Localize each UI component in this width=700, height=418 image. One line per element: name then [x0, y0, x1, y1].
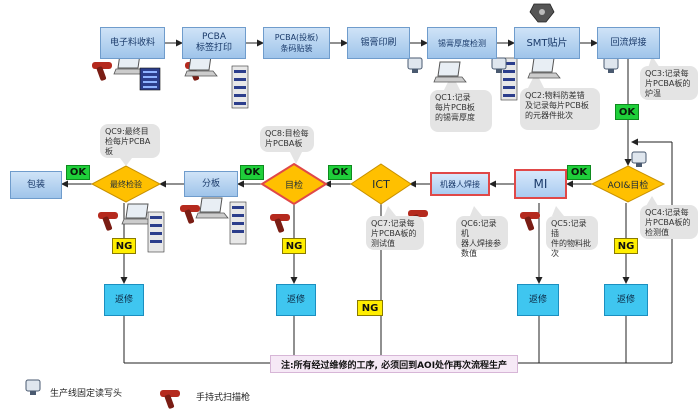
- handheld-scanner-icon: [180, 205, 200, 224]
- fixed-reader-icon: [491, 57, 507, 73]
- legend-fixed-reader: 生产线固定读写头: [50, 389, 123, 399]
- ict-diamond: [350, 163, 412, 205]
- robot-weld-node: 机器人焊接: [430, 172, 490, 196]
- ok-tag-aoi: OK: [567, 165, 591, 180]
- pack-node: 包装: [10, 171, 62, 199]
- smt-machine-icon: [529, 3, 555, 23]
- qc7-callout: QC7:记录每 片PCBA板的 测试值: [366, 216, 424, 250]
- solder-print-node: 锡膏印刷: [347, 27, 410, 59]
- laptop-icon: [433, 61, 467, 83]
- qc9-callout: QC9:最终目 检每片PCBA 板: [100, 124, 160, 158]
- handheld-scanner-icon: [270, 214, 290, 233]
- repair-box-2: 返修: [276, 284, 316, 316]
- ict-label: ICT: [372, 177, 390, 191]
- ok-tag-reflow: OK: [615, 104, 639, 120]
- ng-tag-visual: NG: [282, 238, 306, 254]
- split-node: 分板: [184, 171, 238, 197]
- ok-tag-ict: OK: [328, 165, 352, 180]
- repair-box-4: 返修: [604, 284, 648, 316]
- qc1-callout: QC1:记录 每片PCB板 的锡膏厚度: [430, 90, 492, 132]
- ng-tag-ict: NG: [357, 300, 383, 316]
- laptop-icon: [121, 203, 155, 225]
- rework-note: 注:所有经过维修的工序, 必须回到AOI处作再次流程生产: [270, 355, 518, 373]
- repair-box-3: 返修: [517, 284, 559, 316]
- ok-tag-final: OK: [66, 165, 90, 180]
- qc3-pointer: [648, 56, 660, 68]
- visual-diamond: [260, 162, 328, 206]
- laptop-icon: [195, 197, 229, 219]
- final-diamond: [90, 165, 162, 203]
- qc8-callout: QC8:目检每 片PCBA板: [260, 126, 314, 152]
- fixed-reader-icon: [603, 57, 619, 73]
- barcode-rack-icon: [229, 201, 247, 245]
- repair-box-1: 返修: [104, 284, 144, 316]
- ng-tag-final: NG: [112, 238, 136, 254]
- handheld-scanner-icon: [520, 212, 540, 231]
- reflow-node: 回流焊接: [597, 27, 660, 59]
- qc6-callout: QC6:记录机 器人焊接参 数值: [456, 216, 508, 258]
- mi-node: MI: [514, 169, 567, 199]
- ng-tag-aoi: NG: [614, 238, 638, 254]
- qc5-callout: QC5:记录插 件的物料批 次: [546, 216, 598, 258]
- legend-handheld-scanner: 手持式扫描枪: [196, 393, 251, 403]
- handheld-scanner-icon: [98, 212, 118, 231]
- qc4-callout: QC4:记录每 片PCBA板的 检测值: [640, 205, 698, 239]
- handheld-scanner-icon: [160, 390, 180, 409]
- label-print-node: PCBA 标签打印: [182, 27, 246, 59]
- barcode-attach-node: PCBA(投板) 条码贴装: [263, 27, 330, 59]
- fixed-reader-icon: [631, 151, 647, 167]
- receiving-node: 电子料收料: [100, 27, 165, 59]
- aoi-label: AOI&目检: [607, 180, 649, 191]
- visual-label: 目检: [284, 180, 303, 191]
- qc2-callout: QC2:物料防差错 及记录每片PCB板 的元器件批次: [520, 88, 600, 130]
- smt-node: SMT贴片: [514, 27, 580, 59]
- aoi-diamond: [590, 165, 666, 203]
- qc3-callout: QC3:记录每 片PCBA板的 炉温: [640, 66, 698, 100]
- qc9-pointer: [120, 158, 132, 166]
- laptop-icon: [184, 55, 218, 77]
- qc6-pointer: [470, 206, 482, 216]
- handheld-scanner-icon: [92, 62, 112, 81]
- fixed-reader-icon: [407, 57, 423, 73]
- laptop-icon: [527, 57, 561, 79]
- qc7-pointer: [384, 206, 396, 216]
- fixed-reader-icon: [25, 379, 41, 395]
- barcode-rack-icon: [147, 211, 165, 253]
- solder-thickness-node: 锡膏厚度检测: [427, 27, 497, 59]
- barcode-rack-icon: [139, 67, 161, 91]
- qc2-pointer: [528, 72, 544, 88]
- qc8-pointer: [290, 152, 302, 164]
- ok-tag-visual: OK: [240, 165, 264, 180]
- qc5-pointer: [552, 206, 564, 216]
- final-label: 最终检验: [110, 179, 142, 189]
- qc4-pointer: [646, 196, 658, 206]
- barcode-rack-icon: [231, 65, 249, 109]
